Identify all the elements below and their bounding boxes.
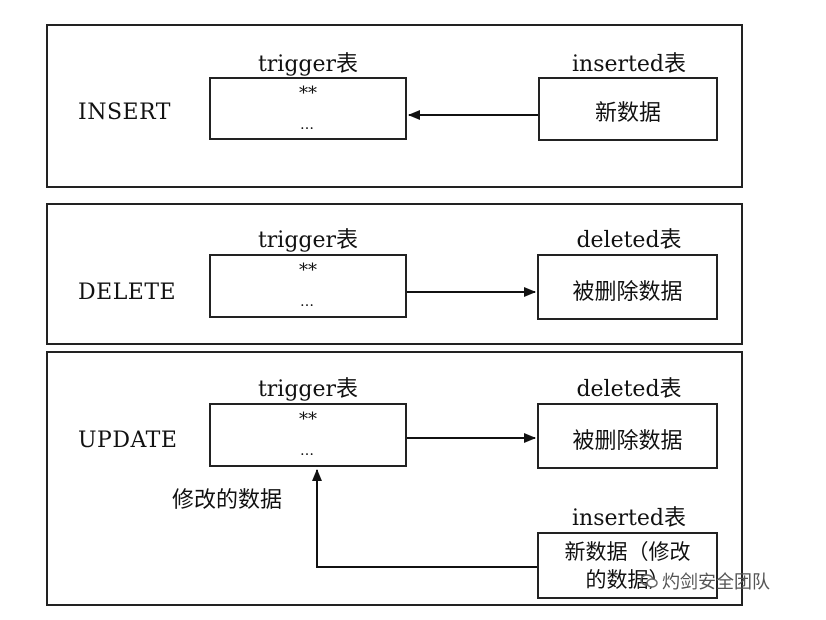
delete-trigger-table-box: ** … <box>209 254 407 318</box>
delete-trigger-row1: ** <box>299 260 317 281</box>
update-op-label: UPDATE <box>78 428 178 453</box>
insert-trigger-row2: … <box>300 117 316 133</box>
insert-inserted-box: 新数据 <box>538 77 718 141</box>
delete-deleted-title: deleted表 <box>576 228 682 253</box>
update-trigger-row2: … <box>300 443 316 459</box>
update-trigger-table-box: ** … <box>209 403 407 467</box>
delete-deleted-text: 被删除数据 <box>572 280 683 305</box>
delete-op-label: DELETE <box>78 280 177 305</box>
update-inserted-arrow <box>312 469 537 568</box>
insert-inserted-text: 新数据 <box>594 101 661 126</box>
insert-op-label: INSERT <box>78 100 171 125</box>
delete-trigger-title: trigger表 <box>257 228 359 253</box>
watermark: 灼剑安全团队 <box>640 568 770 594</box>
delete-trigger-row2: … <box>300 294 316 310</box>
update-inserted-box: 新数据（修改 的数据） <box>537 532 718 599</box>
wechat-icon <box>640 574 658 588</box>
update-deleted-text: 被删除数据 <box>572 429 683 454</box>
insert-trigger-title: trigger表 <box>257 52 359 77</box>
delete-deleted-box: 被删除数据 <box>537 254 718 320</box>
update-trigger-row1: ** <box>299 409 317 430</box>
update-modified-label: 修改的数据 <box>172 488 283 513</box>
insert-trigger-table-box: ** … <box>209 77 407 140</box>
update-deleted-box: 被删除数据 <box>537 403 718 469</box>
update-deleted-title: deleted表 <box>576 377 682 402</box>
update-inserted-title: inserted表 <box>572 506 686 531</box>
insert-trigger-row1: ** <box>299 83 317 104</box>
update-trigger-title: trigger表 <box>257 377 359 402</box>
update-inserted-line1: 新数据（修改 <box>564 540 691 564</box>
watermark-text: 灼剑安全团队 <box>662 572 770 593</box>
insert-inserted-title: inserted表 <box>572 52 686 77</box>
